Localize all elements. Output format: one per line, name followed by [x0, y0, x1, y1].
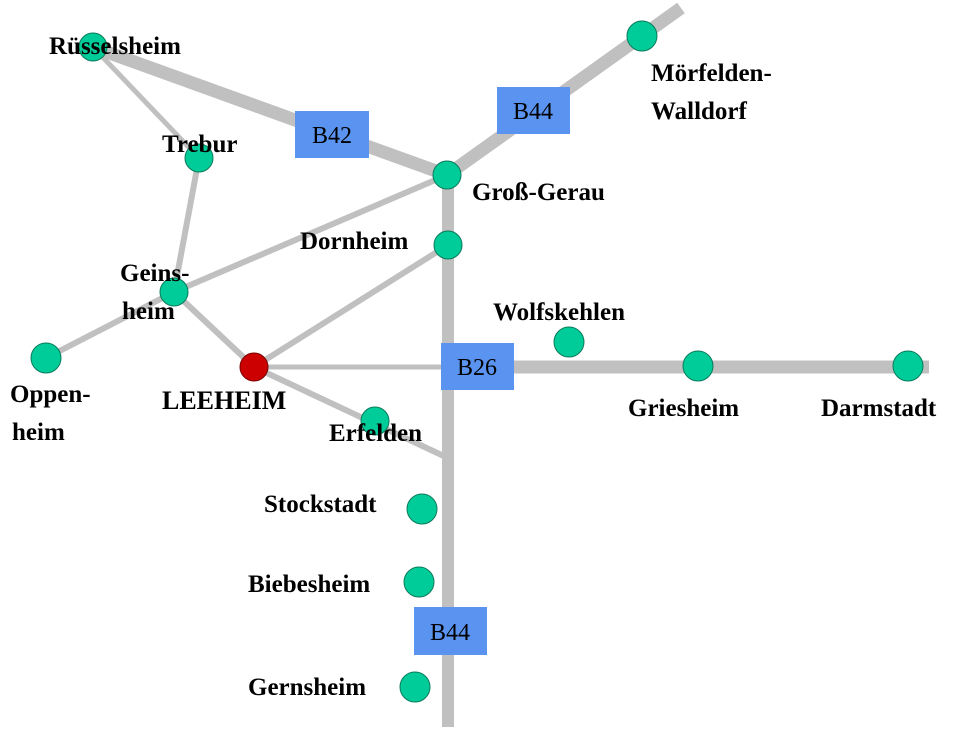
road-geinsheim-leeheim: [171, 289, 257, 370]
erfelden-dot[interactable]: [360, 406, 390, 436]
road-oppenheim-geinsheim: [44, 289, 176, 361]
oppenheim-dot[interactable]: [30, 342, 62, 374]
road-badges: B42 B44 B26 B44: [295, 87, 570, 655]
badge-b42[interactable]: B42: [295, 111, 369, 158]
dornheim-label: Dornheim: [300, 228, 409, 255]
ruesselsheim-label: Rüsselsheim: [49, 33, 181, 60]
geinsheim-label-line1: Geins-: [120, 260, 189, 287]
moerfelden-label-line2: Walldorf: [651, 98, 748, 125]
town-labels: Rüsselsheim Mörfelden- Walldorf Trebur G…: [10, 33, 937, 701]
stockstadt-dot[interactable]: [406, 493, 438, 525]
road-trebur-geinsheim: [171, 157, 202, 293]
road-leeheim-dornheim: [252, 242, 450, 370]
geinsheim-dot[interactable]: [159, 277, 189, 307]
gross-gerau-label: Groß-Gerau: [472, 179, 605, 206]
roads: [44, 2, 929, 727]
biebesheim-dot[interactable]: [403, 566, 435, 598]
gernsheim-label: Gernsheim: [248, 674, 366, 701]
road-ruesselsheim-trebur: [91, 45, 201, 160]
badge-b44-north-label: B44: [513, 99, 553, 125]
wolfskehlen-dot[interactable]: [553, 326, 585, 358]
road-geinsheim-gross-gerau: [172, 172, 449, 295]
trebur-dot[interactable]: [184, 143, 214, 173]
badge-b42-label: B42: [312, 123, 352, 149]
stockstadt-label: Stockstadt: [264, 491, 377, 518]
oppenheim-label-line1: Oppen-: [10, 381, 91, 408]
badge-b26[interactable]: B26: [441, 343, 514, 390]
griesheim-dot[interactable]: [682, 350, 714, 382]
dornheim-dot[interactable]: [433, 230, 463, 260]
ruesselsheim-dot[interactable]: [78, 32, 108, 62]
wolfskehlen-label: Wolfskehlen: [493, 299, 625, 326]
trebur-label: Trebur: [162, 131, 237, 158]
darmstadt-dot[interactable]: [892, 350, 924, 382]
gross-gerau-dot[interactable]: [432, 160, 462, 190]
leeheim-dot[interactable]: [239, 352, 269, 382]
biebesheim-label: Biebesheim: [248, 571, 370, 598]
road-leeheim-erfelden: [252, 364, 450, 461]
badge-b44-north[interactable]: B44: [497, 87, 570, 134]
road-b42: [90, 40, 450, 182]
town-markers: [30, 20, 924, 703]
oppenheim-label-line2: heim: [12, 419, 65, 446]
darmstadt-label: Darmstadt: [821, 395, 937, 422]
moerfelden-dot[interactable]: [626, 20, 658, 52]
erfelden-label: Erfelden: [329, 420, 422, 447]
badge-b26-label: B26: [457, 355, 497, 381]
badge-b44-south-label: B44: [430, 620, 470, 646]
badge-b44-south[interactable]: B44: [414, 607, 487, 655]
gernsheim-dot[interactable]: [399, 671, 431, 703]
moerfelden-label-line1: Mörfelden-: [651, 60, 772, 87]
geinsheim-label-line2: heim: [122, 298, 175, 325]
griesheim-label: Griesheim: [628, 395, 739, 422]
leeheim-label: LEEHEIM: [162, 386, 286, 415]
